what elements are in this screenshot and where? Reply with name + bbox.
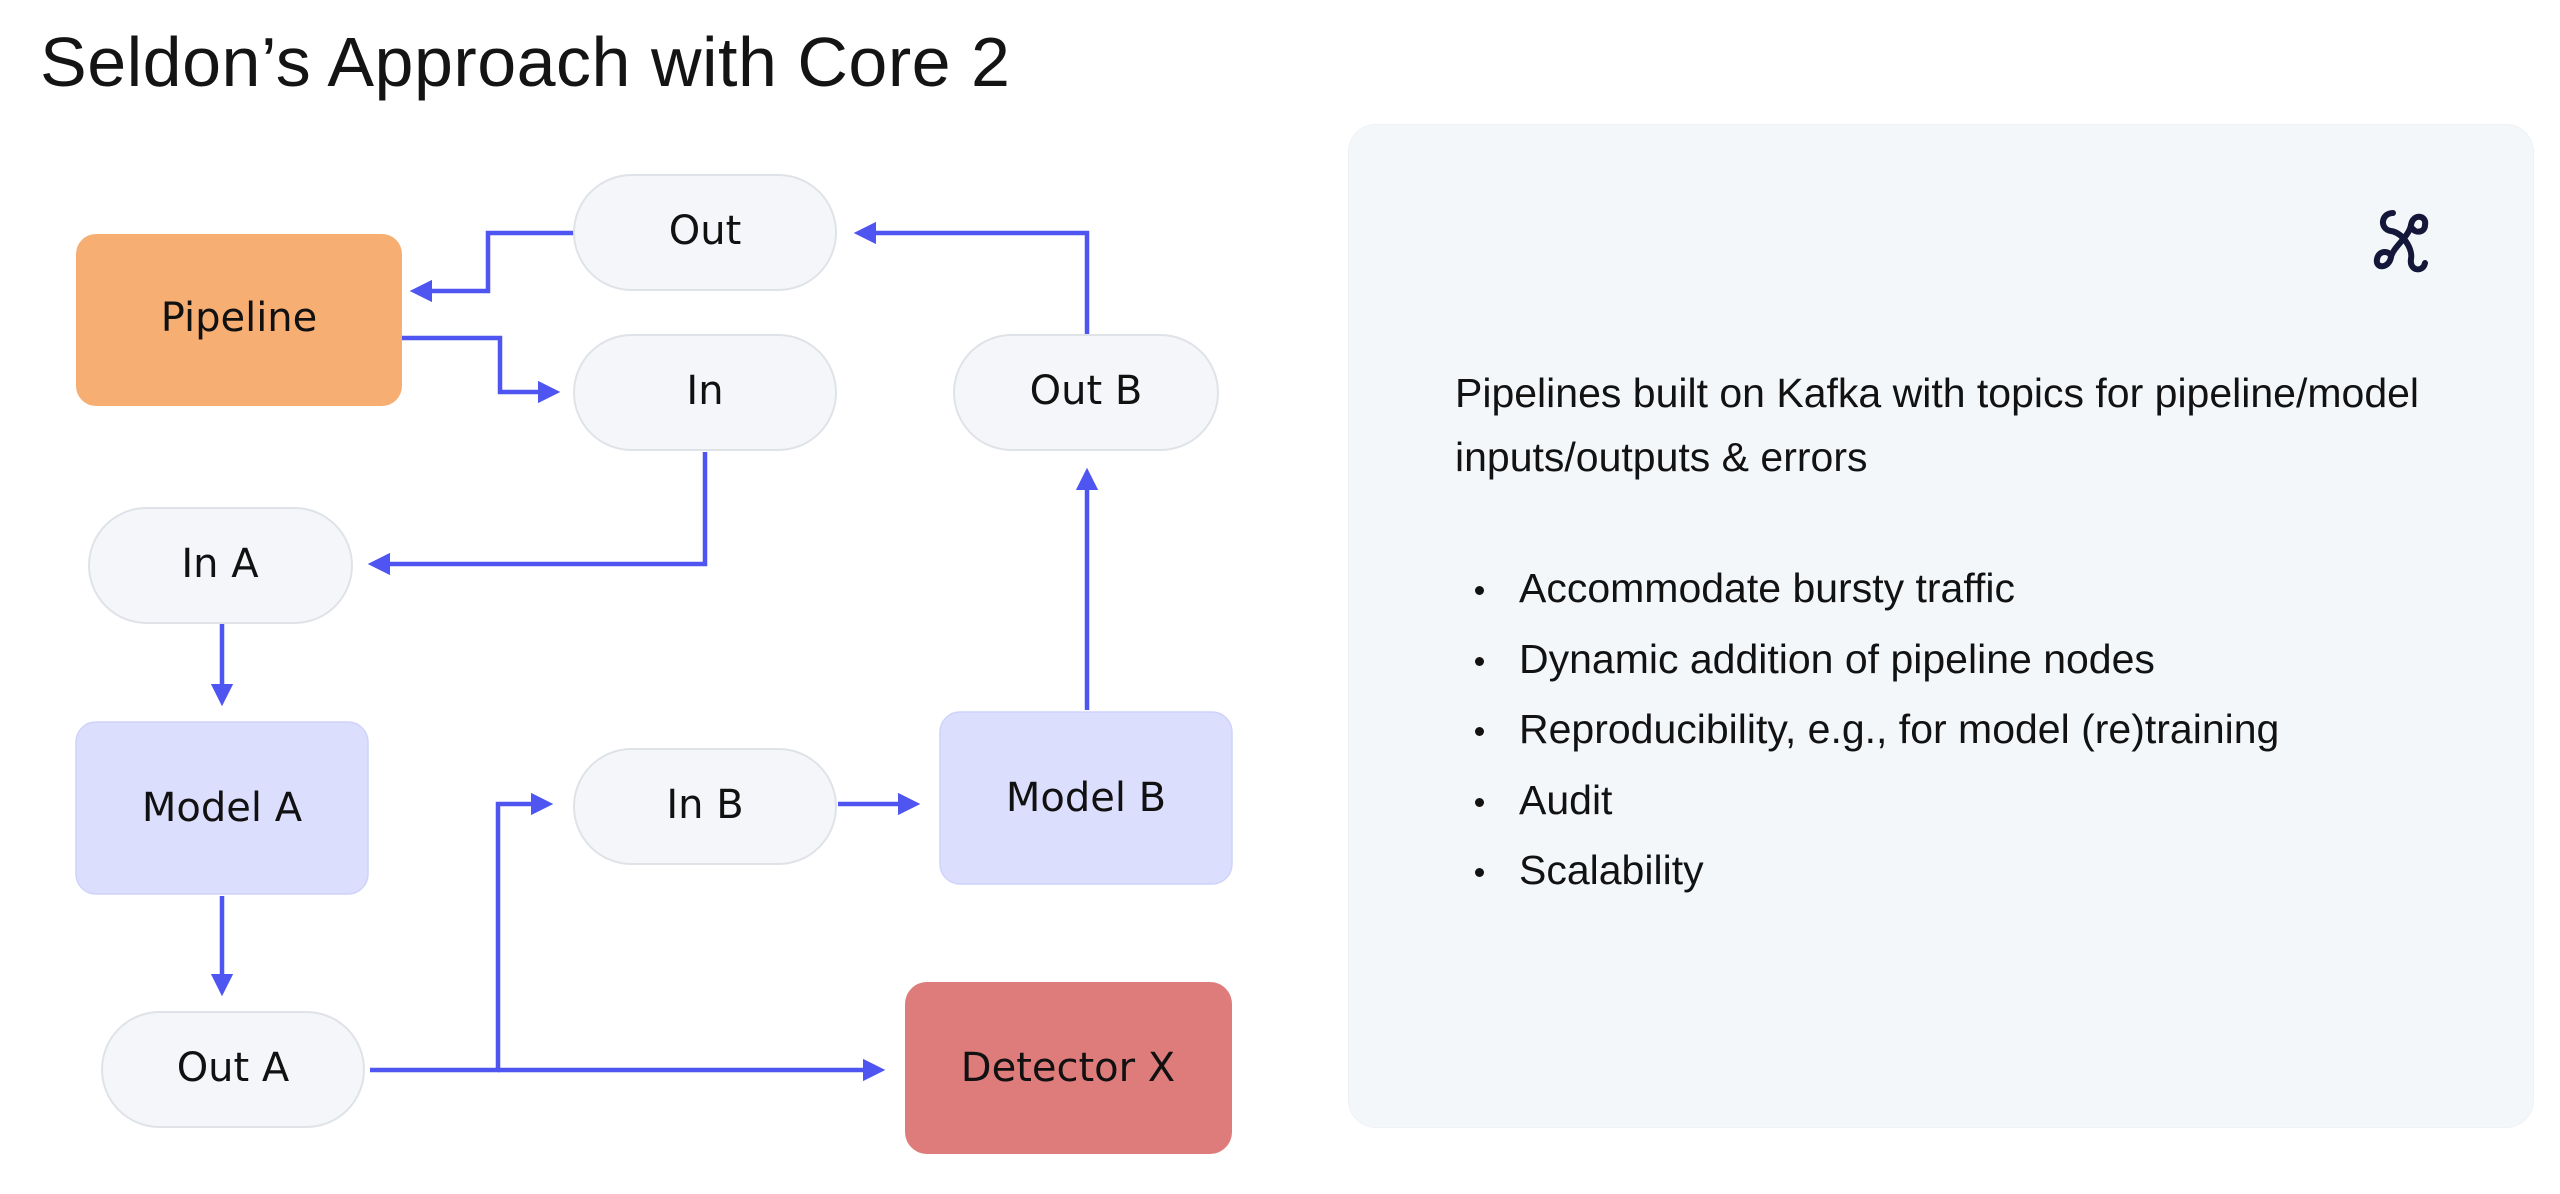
topic-out-b: Out B bbox=[953, 334, 1219, 451]
topic-out-a-label: Out A bbox=[177, 1045, 290, 1091]
bullet-item: Accommodate bursty traffic bbox=[1467, 553, 2279, 624]
bullet-item: Reproducibility, e.g., for model (re)tra… bbox=[1467, 694, 2279, 765]
arrow-in-to-in-a bbox=[367, 452, 708, 576]
topic-in: In bbox=[573, 334, 837, 451]
arrow-out-to-pipeline bbox=[409, 230, 574, 303]
arrow-out-a-to-in-b bbox=[370, 792, 554, 1073]
bullet-item: Audit bbox=[1467, 765, 2279, 836]
seldon-logo-icon bbox=[2373, 210, 2429, 273]
model-b-node: Model B bbox=[939, 711, 1233, 885]
topic-in-b: In B bbox=[573, 748, 837, 865]
topic-in-a: In A bbox=[88, 507, 353, 624]
pipeline-node: Pipeline bbox=[76, 234, 402, 406]
model-a-node-label: Model A bbox=[142, 785, 303, 831]
pipeline-node-label: Pipeline bbox=[161, 295, 318, 341]
feature-bullet-list: Accommodate bursty traffic Dynamic addit… bbox=[1467, 553, 2279, 906]
pipeline-flow-diagram: Pipeline Out In Out B In A Model A bbox=[75, 174, 1233, 1154]
detector-x-node: Detector X bbox=[905, 982, 1232, 1154]
bullet-item: Dynamic addition of pipeline nodes bbox=[1467, 624, 2279, 695]
page-title: Seldon’s Approach with Core 2 bbox=[40, 23, 1011, 101]
bullet-item: Scalability bbox=[1467, 835, 2279, 906]
detector-x-node-label: Detector X bbox=[961, 1045, 1175, 1091]
info-panel: Pipelines built on Kafka with topics for… bbox=[1348, 124, 2534, 1128]
model-b-node-label: Model B bbox=[1006, 775, 1166, 821]
topic-out: Out bbox=[573, 174, 837, 291]
topic-in-a-label: In A bbox=[181, 541, 259, 587]
arrow-pipeline-to-in bbox=[402, 335, 561, 404]
topic-out-a: Out A bbox=[101, 1011, 365, 1128]
topic-out-b-label: Out B bbox=[1030, 368, 1143, 414]
topic-in-b-label: In B bbox=[666, 782, 743, 828]
topic-in-label: In bbox=[686, 368, 723, 414]
panel-intro-text: Pipelines built on Kafka with topics for… bbox=[1455, 370, 2420, 480]
model-a-node: Model A bbox=[75, 721, 369, 895]
arrow-out-b-to-out bbox=[853, 221, 1090, 334]
topic-out-label: Out bbox=[669, 208, 742, 254]
